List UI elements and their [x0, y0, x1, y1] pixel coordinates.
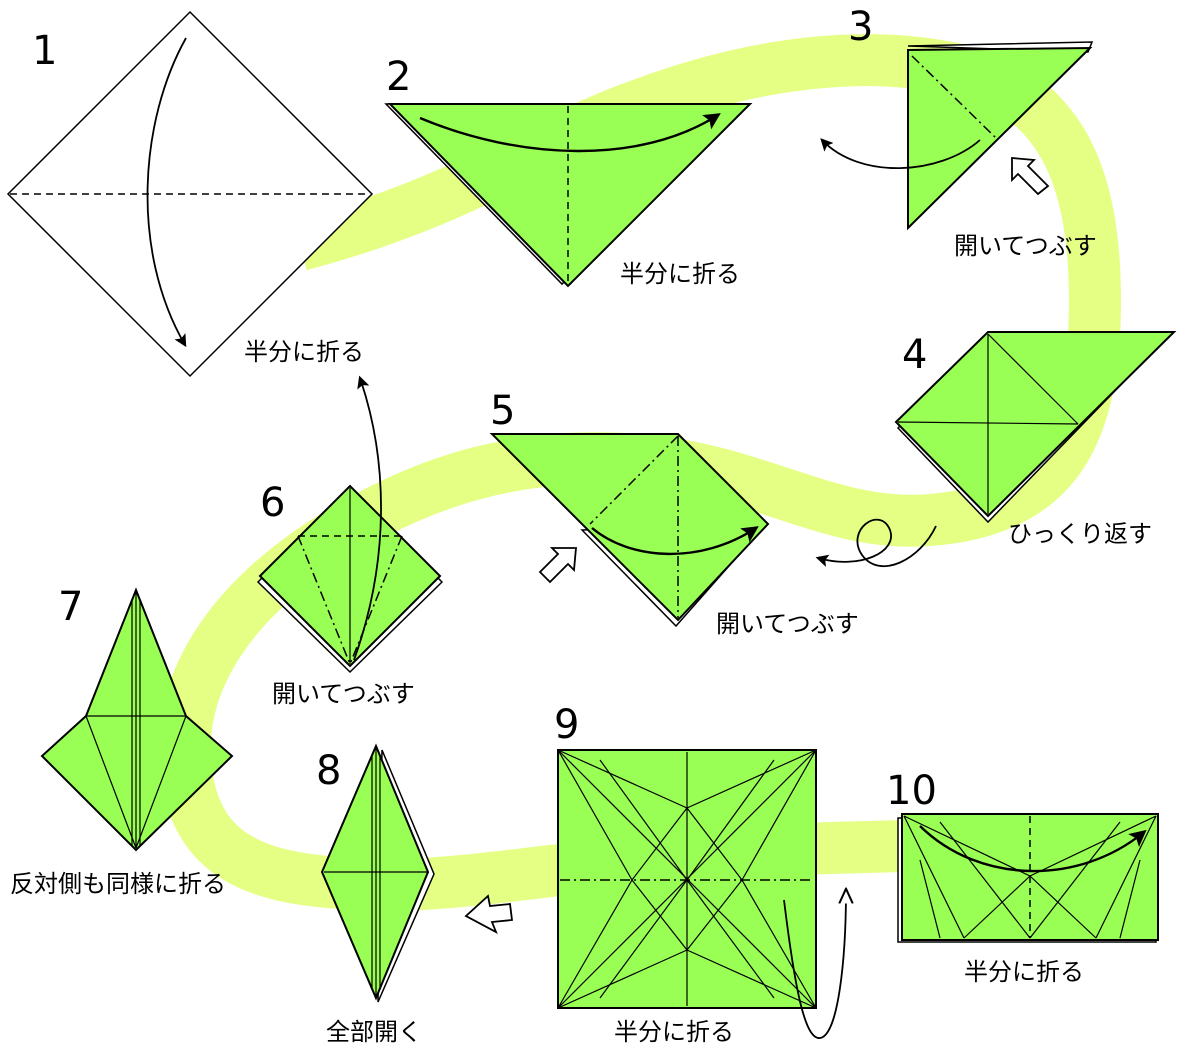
step-7-crease-3: [85, 715, 137, 849]
step-5-shape: [489, 433, 770, 622]
step-2: [384, 103, 753, 288]
step-5: [489, 433, 770, 628]
step-5-number: 5: [490, 388, 515, 434]
step-6-mountain-fold-right: [349, 535, 403, 665]
step-9-number: 9: [554, 702, 579, 748]
step-4-crease-diag: [987, 333, 1079, 425]
step-10-fold-arrow: [919, 825, 1147, 873]
step-5-push-arrow: [538, 547, 577, 584]
step-4-number: 4: [902, 332, 927, 378]
step-9-crease-pattern: [557, 749, 817, 1009]
step-3-shape: [907, 46, 1093, 231]
step-8: [320, 743, 514, 1003]
step-6-mountain-fold-left: [297, 535, 351, 665]
step-4: [815, 331, 1177, 567]
step-7-number: 7: [58, 584, 83, 630]
step-4-turn-over-arrow: [815, 518, 937, 567]
step-1: [6, 10, 374, 378]
step-5-fold-arrow: [591, 526, 759, 556]
step-3-caption: 開いてつぶす: [954, 232, 1097, 260]
step-1-caption: 半分に折る: [244, 338, 364, 366]
step-3-push-arrow: [1011, 157, 1050, 196]
step-9-caption: 半分に折る: [614, 1018, 734, 1046]
step-3: [820, 41, 1094, 231]
step-7: [40, 587, 234, 852]
step-2-number: 2: [386, 54, 411, 100]
step-4-caption: ひっくり返す: [1008, 520, 1152, 548]
step-9-fold-arrow: [783, 890, 846, 1039]
step-2-caption: 半分に折る: [620, 260, 740, 288]
step-3-number: 3: [848, 4, 873, 50]
step-2-fold-arrow: [419, 113, 721, 153]
step-9: [557, 749, 846, 1039]
step-1-number: 1: [32, 28, 57, 74]
step-2-triangle: [387, 103, 753, 288]
step-6-caption: 開いてつぶす: [272, 680, 415, 708]
step-7-crease-4: [135, 715, 187, 849]
step-6-fold-arrow: [353, 375, 382, 661]
step-6: [256, 375, 444, 674]
step-7-caption: 反対側も同様に折る: [10, 870, 226, 898]
step-8-number: 8: [316, 748, 341, 794]
step-8-caption: 全部開く: [326, 1018, 422, 1046]
step-5-mountain-fold-a: [589, 435, 679, 525]
step-4-crease-horizontal: [897, 421, 1079, 425]
step-6-number: 6: [260, 480, 285, 526]
step-5-caption: 開いてつぶす: [716, 610, 859, 638]
step-10: [897, 813, 1159, 943]
step-3-fold-arrow: [820, 138, 981, 170]
step-10-number: 10: [886, 768, 937, 814]
step-10-caption: 半分に折る: [964, 958, 1084, 986]
step-8-push-arrow: [464, 894, 514, 934]
step-1-fold-arrow: [146, 37, 187, 348]
